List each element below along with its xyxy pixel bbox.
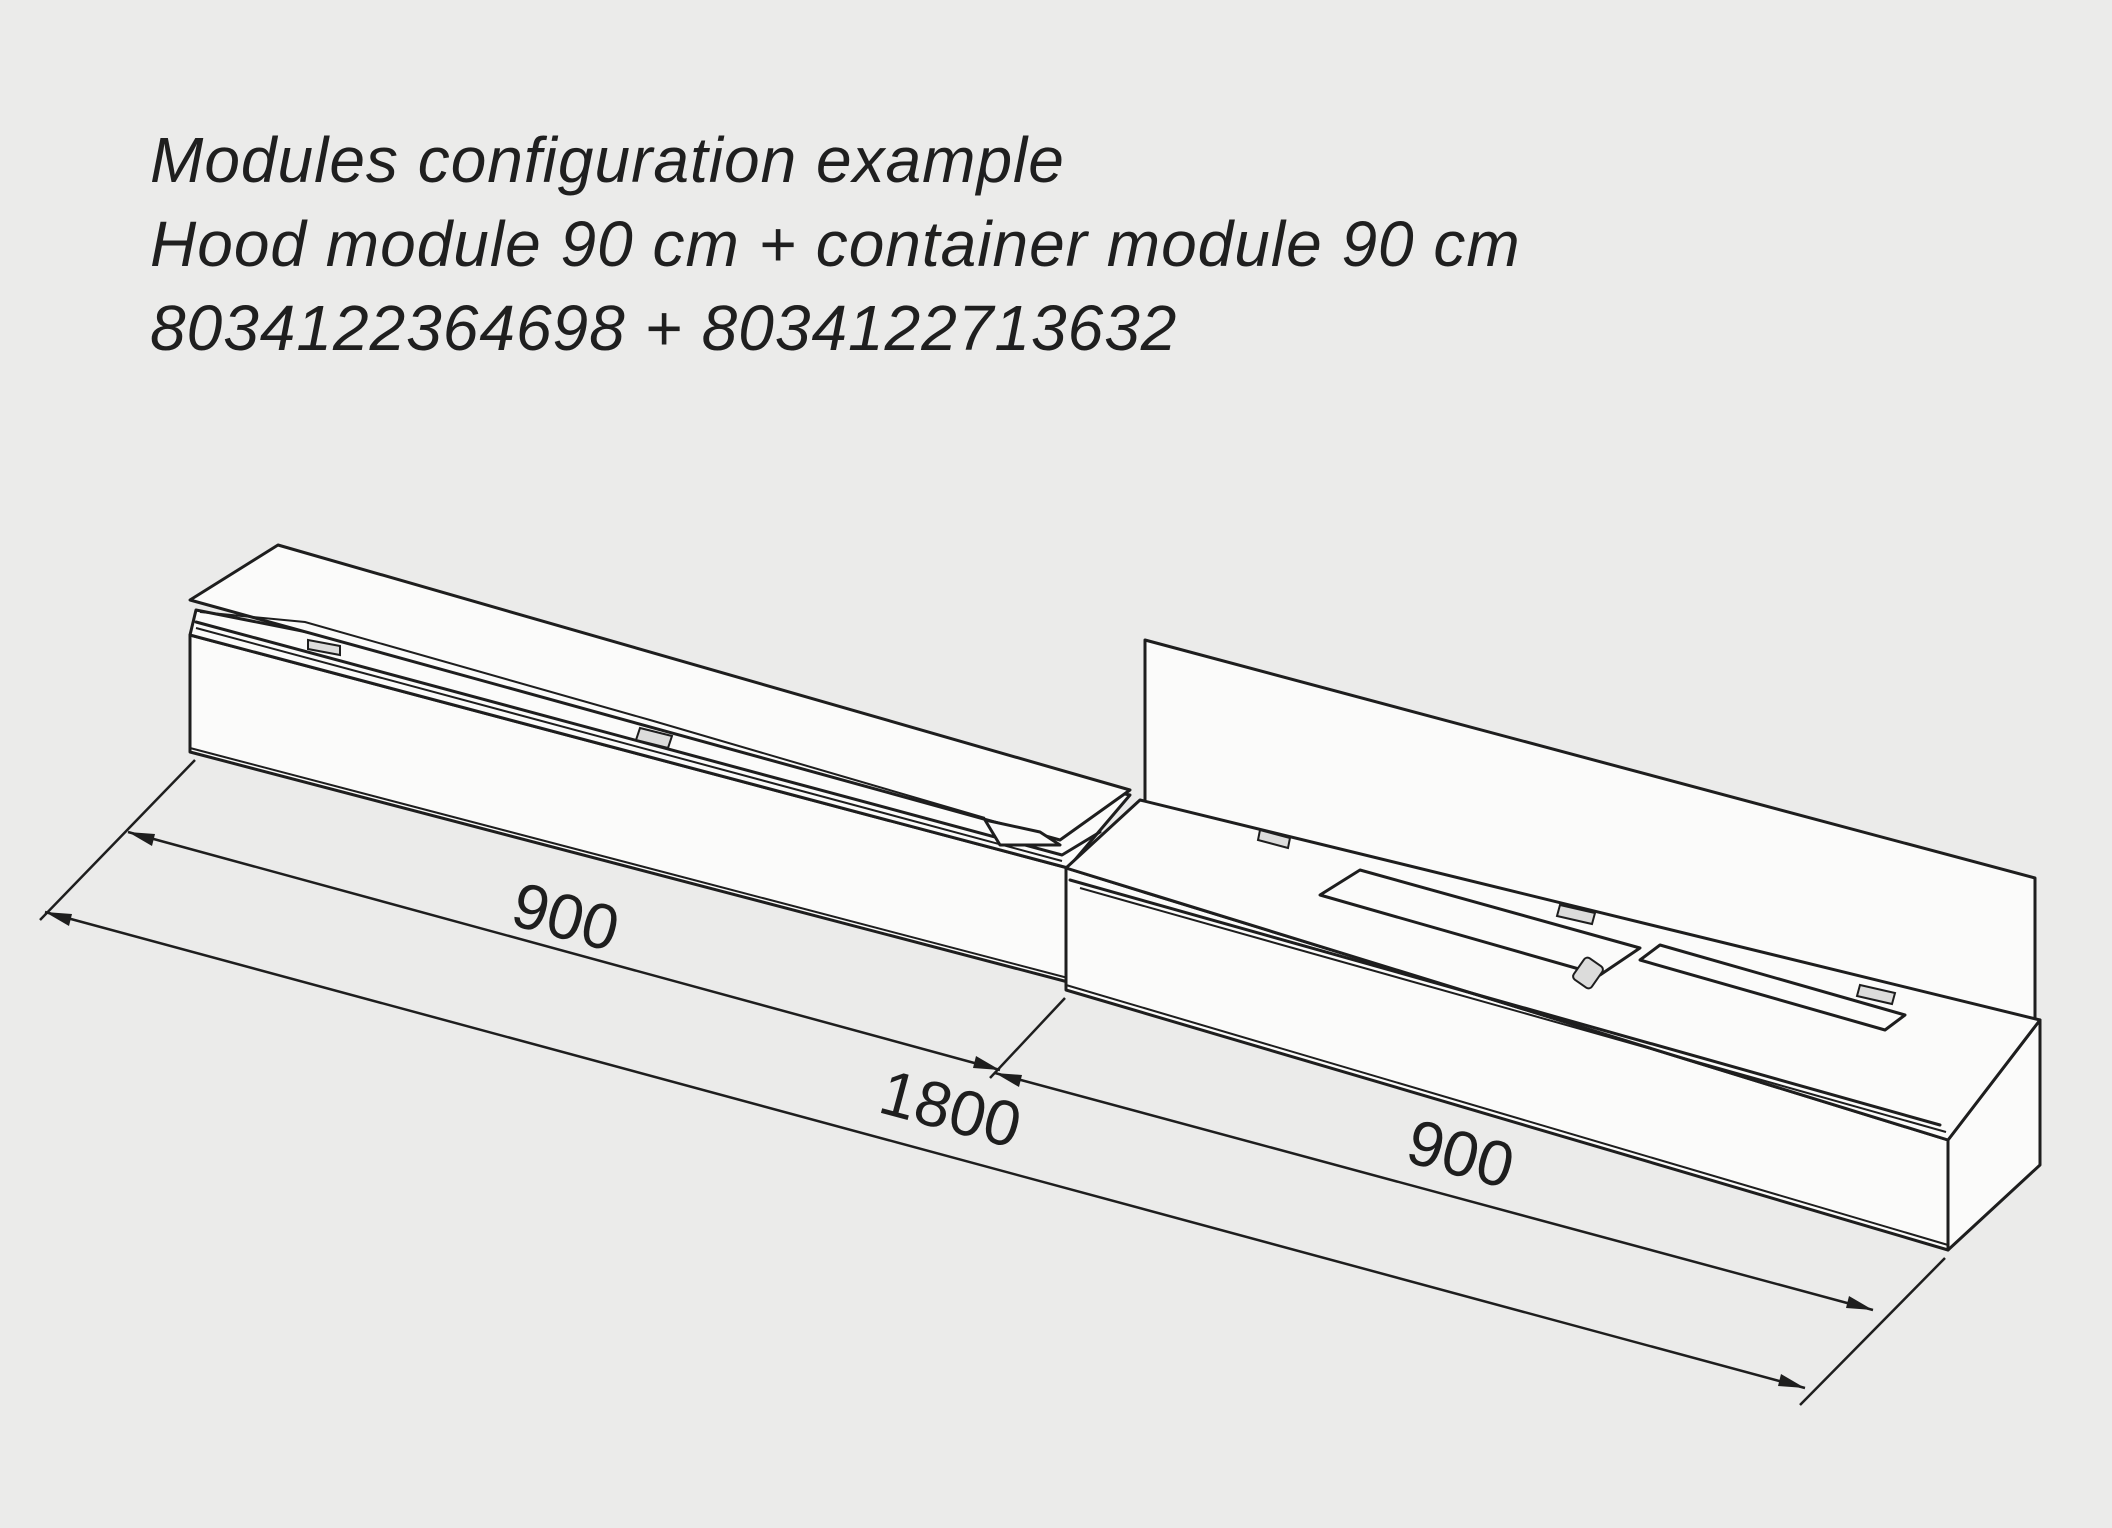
caption: Modules configuration example Hood modul… <box>150 118 1521 370</box>
dim-total-value: 1800 <box>873 1056 1029 1162</box>
dim-left-value: 900 <box>505 868 627 965</box>
dim-left-line <box>127 830 1001 1072</box>
caption-modules: Hood module 90 cm + container module 90 … <box>150 208 1521 280</box>
hood-module-plinth-line <box>189 747 1069 979</box>
dim-total-line <box>44 910 1806 1390</box>
container-compartment <box>1638 943 1907 1032</box>
container-module <box>1064 638 2042 1252</box>
hood-module-lid <box>188 543 1132 842</box>
container-clip-2 <box>1555 903 1597 926</box>
container-clip-1 <box>1256 828 1292 850</box>
container-tray <box>1318 868 1642 977</box>
hood-grip <box>983 818 1062 847</box>
hood-module-rail <box>194 620 1102 857</box>
caption-product-codes: 8034122364698 + 8034122713632 <box>150 292 1178 364</box>
dim-right-line <box>994 1071 1874 1312</box>
caption-title: Modules configuration example <box>150 124 1065 196</box>
hood-module <box>188 543 1132 984</box>
container-clip-3 <box>1855 983 1897 1006</box>
hood-hinge-middle <box>634 726 674 750</box>
container-socket <box>1572 956 1604 990</box>
hood-hinge-left <box>307 638 341 657</box>
